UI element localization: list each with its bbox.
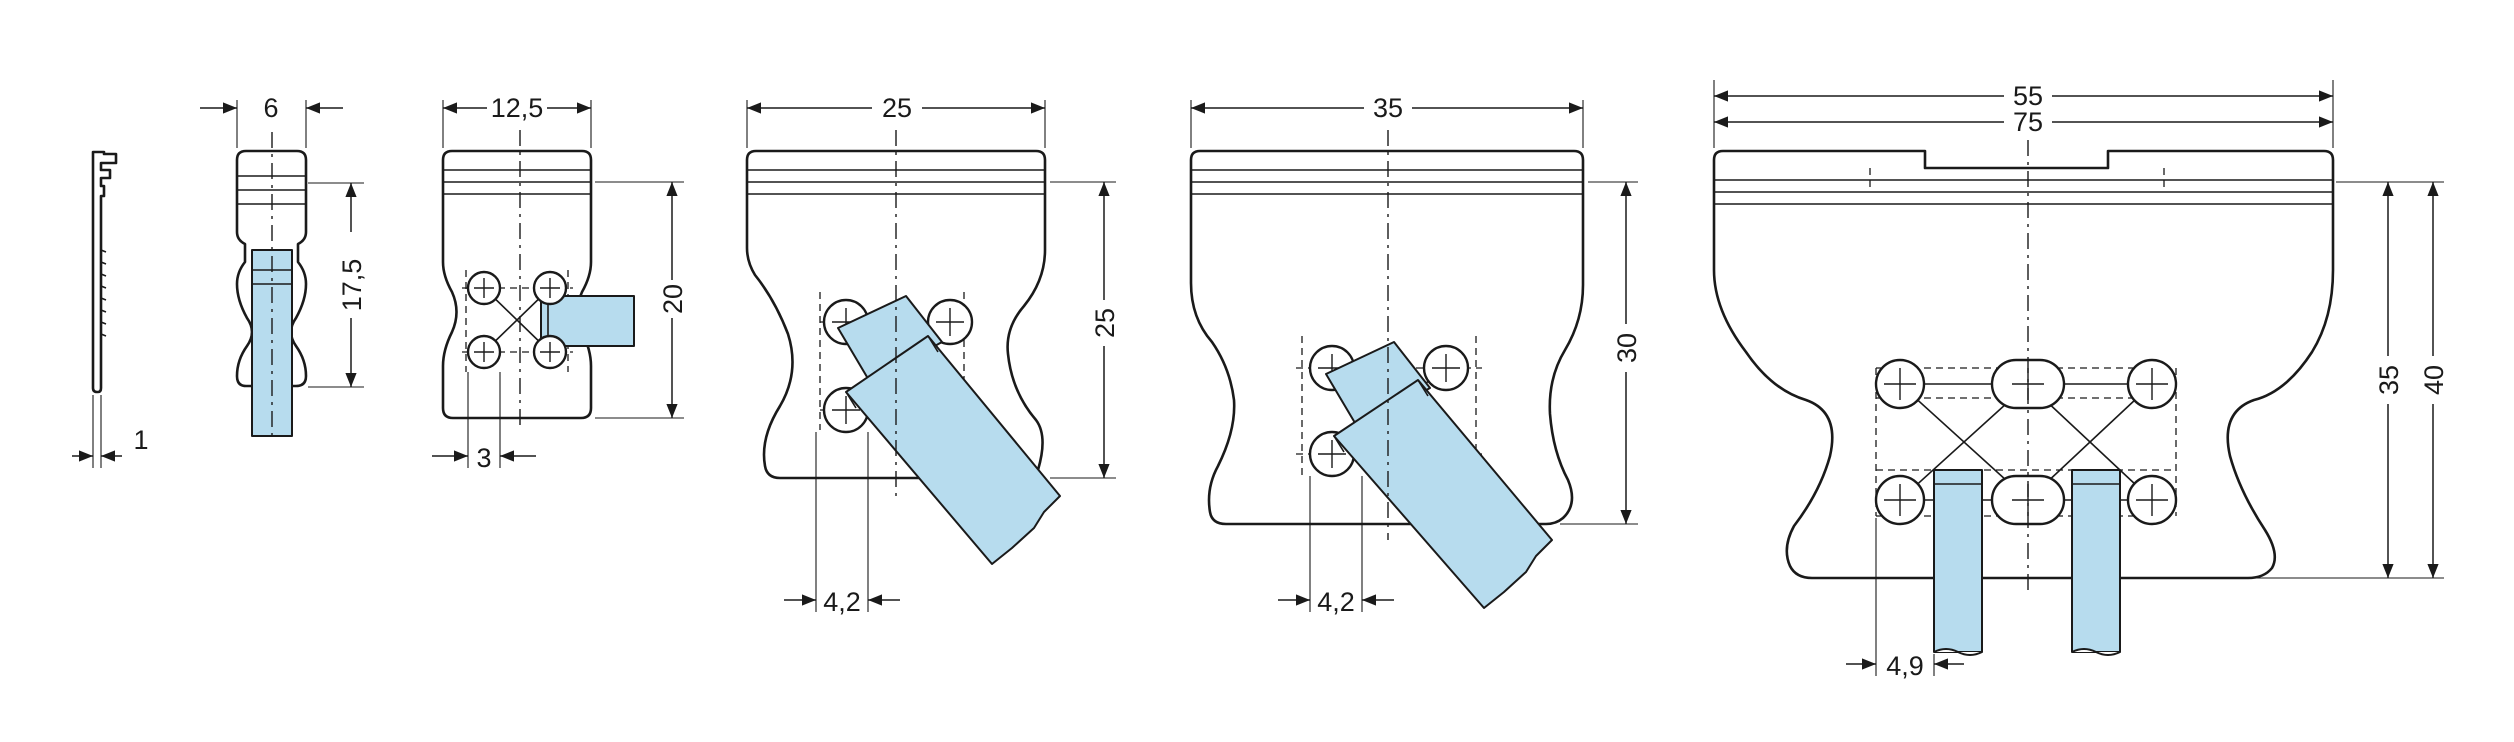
view-25: 25 25 4,2 xyxy=(745,93,1120,617)
dim-label-pitch: 4,9 xyxy=(1886,651,1924,681)
dim-label-width-a: 55 xyxy=(2013,81,2043,111)
side-view: 1 xyxy=(72,150,149,468)
blue-strip-55-left xyxy=(1933,469,1983,653)
view-55-75: 55 75 35 40 4,9 xyxy=(1712,80,2449,681)
dim-label-height: 25 xyxy=(1090,308,1120,338)
blue-strip-55-right xyxy=(2071,469,2121,653)
dim-label-height: 17,5 xyxy=(337,259,367,312)
dim-label-width: 25 xyxy=(882,93,912,123)
dim-label-height: 20 xyxy=(658,284,688,314)
blue-strip-35 xyxy=(1333,379,1553,609)
dim-label-width: 6 xyxy=(263,93,278,123)
dim-label-height: 30 xyxy=(1612,333,1642,363)
dim-label-pitch: 3 xyxy=(476,443,491,473)
front-view-6: 6 17,5 xyxy=(200,93,367,442)
dim-label-thickness: 1 xyxy=(133,425,148,455)
blue-strip-25 xyxy=(845,335,1061,565)
dim-label-height-a: 35 xyxy=(2374,365,2404,395)
dim-label-width-b: 75 xyxy=(2013,107,2043,137)
dim-label-width: 12,5 xyxy=(491,93,544,123)
dim-label-height-b: 40 xyxy=(2419,365,2449,395)
view-35: 35 30 4,2 xyxy=(1189,93,1642,617)
blue-strip-35-back xyxy=(1325,341,1431,429)
dim-label-pitch: 4,2 xyxy=(1317,587,1355,617)
view-12-5: 12,5 20 3 xyxy=(432,93,688,473)
dim-label-pitch: 4,2 xyxy=(823,587,861,617)
blue-strip-25-back xyxy=(837,295,943,383)
dim-label-width: 35 xyxy=(1373,93,1403,123)
